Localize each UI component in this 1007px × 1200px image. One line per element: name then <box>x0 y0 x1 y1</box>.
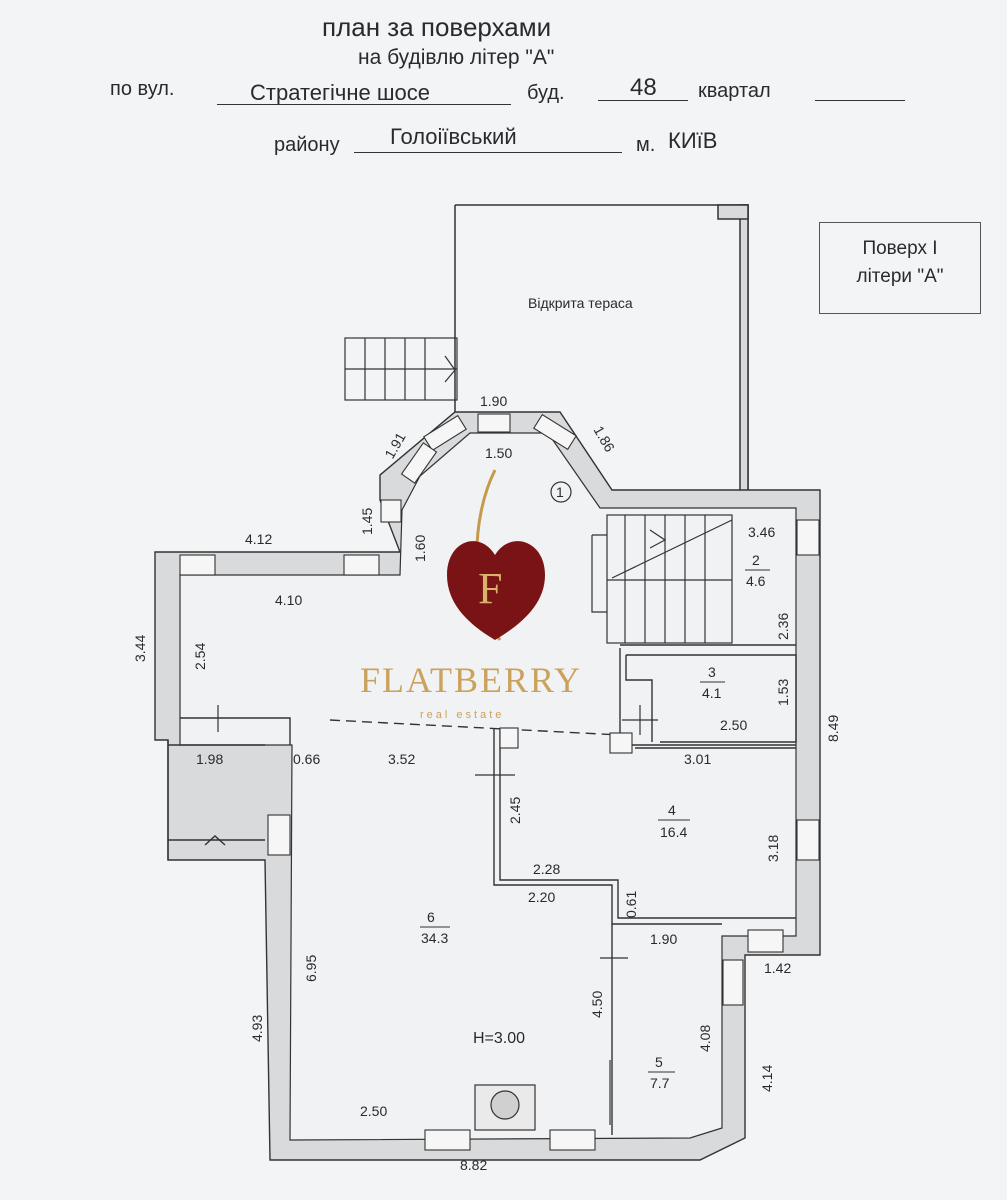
room-labels: 2 4.6 3 4.1 4 16.4 5 7.7 6 34.3 H=3.00 <box>420 552 770 1091</box>
watermark-brand: FLATBERRY <box>360 660 582 700</box>
dim-4-50: 4.50 <box>589 991 605 1018</box>
dim-1-90-bottom: 1.90 <box>650 931 677 947</box>
dim-1-86: 1.86 <box>591 423 619 455</box>
street-label: по вул. <box>110 78 175 100</box>
marker-1: 1 <box>550 481 572 503</box>
building-label: буд. <box>527 82 565 104</box>
city-value: КИїВ <box>668 128 718 153</box>
dim-8-49: 8.49 <box>825 715 841 742</box>
plan-title: план за поверхами <box>322 12 552 42</box>
building-value: 48 <box>630 74 657 101</box>
room-4-num: 4 <box>668 802 676 818</box>
room-4-area: 16.4 <box>660 824 687 840</box>
ceiling-height: H=3.00 <box>473 1030 525 1047</box>
room-5-num: 5 <box>655 1054 663 1070</box>
dim-3-44: 3.44 <box>132 635 148 662</box>
room-3-area: 4.1 <box>702 685 722 701</box>
dim-1-45: 1.45 <box>359 508 375 535</box>
watermark-letter: F <box>478 564 502 613</box>
dim-1-98: 1.98 <box>196 751 223 767</box>
dim-2-45: 2.45 <box>507 797 523 824</box>
room-2-area: 4.6 <box>746 573 766 589</box>
dim-3-46: 3.46 <box>748 524 775 540</box>
district-label: району <box>274 134 340 156</box>
dim-1-60: 1.60 <box>412 535 428 562</box>
dim-3-52: 3.52 <box>388 751 415 767</box>
plan-subtitle: на будівлю літер "А" <box>358 46 555 69</box>
outside-stair <box>344 337 458 401</box>
dim-0-66: 0.66 <box>293 751 320 767</box>
dim-1-53: 1.53 <box>775 679 791 706</box>
watermark-tagline: real estate <box>420 709 504 721</box>
dim-4-08: 4.08 <box>697 1025 713 1052</box>
dim-4-12: 4.12 <box>245 531 272 547</box>
dim-2-54: 2.54 <box>192 643 208 670</box>
street-value: Стратегічне шосе <box>250 80 431 105</box>
floor-box-line1: Поверх І <box>862 238 938 259</box>
dim-2-50-bottom: 2.50 <box>360 1103 387 1119</box>
room-3-num: 3 <box>708 664 716 680</box>
dim-2-20: 2.20 <box>528 889 555 905</box>
floor-area <box>179 432 797 1141</box>
fireplace <box>474 1084 536 1131</box>
building-underline <box>598 100 688 101</box>
floor-box: Поверх І літери "А" <box>819 222 981 314</box>
dim-2-28: 2.28 <box>533 861 560 877</box>
room-6-num: 6 <box>427 909 435 925</box>
dim-3-01: 3.01 <box>684 751 711 767</box>
partitions <box>167 644 797 1135</box>
dim-0-61: 0.61 <box>623 891 639 918</box>
district-underline <box>354 152 622 153</box>
room-6-area: 34.3 <box>421 930 448 946</box>
dim-3-18: 3.18 <box>765 835 781 862</box>
dimension-labels: 1.90 1.91 1.86 1.50 1.45 1.60 4.12 4.10 … <box>132 393 841 1173</box>
street-underline <box>217 104 511 105</box>
block-underline <box>815 100 905 101</box>
dim-4-93: 4.93 <box>249 1015 265 1042</box>
windows <box>179 413 820 1151</box>
dim-2-50-small: 2.50 <box>720 717 747 733</box>
dim-4-14: 4.14 <box>759 1065 775 1092</box>
dim-1-90-top: 1.90 <box>480 393 507 409</box>
dim-8-82: 8.82 <box>460 1157 487 1173</box>
floor-box-line2: літери "А" <box>856 266 944 287</box>
marker-1-label: 1 <box>556 484 564 500</box>
city-label: м. <box>636 134 656 156</box>
dim-4-10: 4.10 <box>275 592 302 608</box>
block-label: квартал <box>698 80 771 102</box>
dim-1-50: 1.50 <box>485 445 512 461</box>
room-5-area: 7.7 <box>650 1075 670 1091</box>
dim-1-42: 1.42 <box>764 960 791 976</box>
room-2-num: 2 <box>752 552 760 568</box>
ticks <box>217 705 658 1125</box>
interior-stair <box>591 514 733 644</box>
terrace-label: Відкрита тераса <box>528 295 633 311</box>
dim-6-95: 6.95 <box>303 955 319 982</box>
district-value: Голоіївський <box>390 124 517 149</box>
dim-2-36: 2.36 <box>775 613 791 640</box>
watermark-logo: F FLATBERRY real estate <box>360 469 582 721</box>
